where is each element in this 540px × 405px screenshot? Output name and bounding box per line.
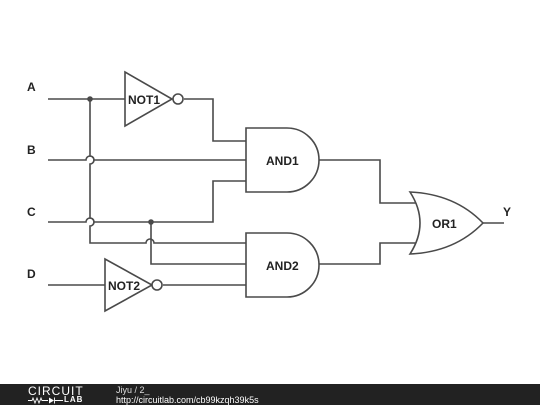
gate-label-not1: NOT1 xyxy=(128,93,160,107)
gate-label-or1: OR1 xyxy=(432,217,457,231)
circuit-schematic: NOT1 NOT2 AND1 AND2 OR1 A B C D Y xyxy=(27,70,511,313)
gate-not1: NOT1 xyxy=(124,70,184,128)
wire-and1-or1 xyxy=(318,159,418,204)
logo-text-top: CIRCUIT xyxy=(28,384,84,398)
circuitlab-logo: CIRCUIT LAB xyxy=(28,385,98,404)
output-label-y: Y xyxy=(503,205,511,219)
resistor-diode-icon xyxy=(28,397,63,404)
junction-c xyxy=(148,219,154,225)
circuit-url-link[interactable]: http://circuitlab.com/cb99kzqh39k5s xyxy=(116,395,259,405)
footer-meta: Jiyu / 2_ http://circuitlab.com/cb99kzqh… xyxy=(116,386,259,405)
footer-bar: CIRCUIT LAB Jiyu / 2_ http://circuitlab.… xyxy=(0,384,540,405)
wire-b xyxy=(48,155,246,161)
wire-c-tap xyxy=(150,222,246,265)
wire-and2-or1 xyxy=(318,242,418,265)
gate-not2: NOT2 xyxy=(104,257,163,313)
gate-label-and1: AND1 xyxy=(266,154,299,168)
input-label-d: D xyxy=(27,267,36,281)
input-label-a: A xyxy=(27,80,36,94)
wires xyxy=(48,98,504,286)
wire-not1-and1 xyxy=(184,98,246,142)
junction-a xyxy=(87,96,93,102)
input-label-b: B xyxy=(27,143,36,157)
gate-and1: AND1 xyxy=(245,127,320,193)
gate-label-not2: NOT2 xyxy=(108,279,140,293)
input-label-c: C xyxy=(27,205,36,219)
gate-and2: AND2 xyxy=(245,232,320,298)
logo-text-bottom: LAB xyxy=(64,395,84,404)
author-line: Jiyu / 2_ xyxy=(116,385,150,395)
wire-c xyxy=(48,180,246,223)
gate-label-and2: AND2 xyxy=(266,259,299,273)
gate-or1: OR1 xyxy=(408,191,485,255)
